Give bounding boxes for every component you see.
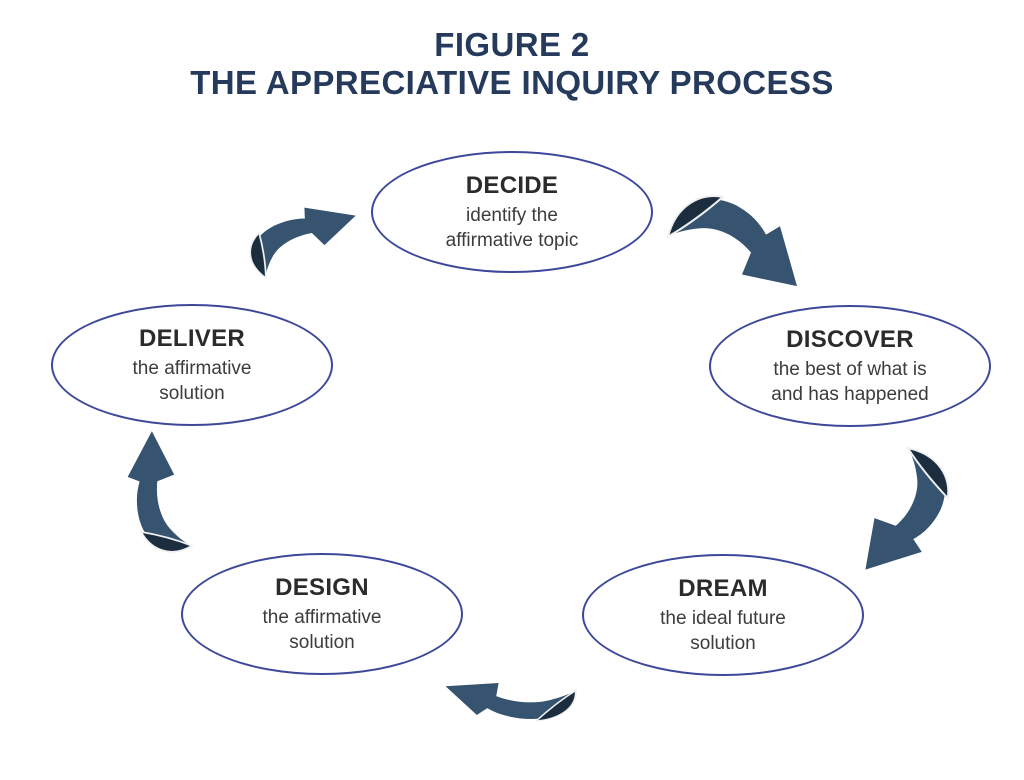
stage-dream: DREAM the ideal future solution — [582, 554, 864, 676]
arrow-deliver-to-decide-icon — [234, 187, 357, 294]
stage-deliver-desc-line2: solution — [159, 382, 225, 404]
stage-dream-desc-line2: solution — [690, 632, 756, 654]
stage-dream-name: DREAM — [678, 574, 768, 602]
stage-deliver-desc-line1: the affirmative — [132, 357, 252, 379]
stage-design-name: DESIGN — [275, 573, 369, 601]
stage-dream-desc-line1: the ideal future — [660, 607, 786, 629]
stage-design: DESIGN the affirmative solution — [181, 553, 463, 675]
arrow-decide-to-discover-icon — [666, 195, 799, 288]
figure-title-line1: FIGURE 2 — [434, 26, 590, 63]
figure-title-line2: THE APPRECIATIVE INQUIRY PROCESS — [190, 64, 834, 101]
figure-title: FIGURE 2 THE APPRECIATIVE INQUIRY PROCES… — [0, 26, 1024, 102]
stage-discover-desc-line1: the best of what is — [773, 358, 927, 380]
stage-decide-desc-line2: affirmative topic — [445, 229, 579, 251]
stage-discover: DISCOVER the best of what is and has hap… — [709, 305, 991, 427]
arrow-dream-to-design-icon — [444, 663, 588, 735]
stage-discover-desc-line2: and has happened — [771, 383, 929, 405]
stage-decide-desc-line1: identify the — [466, 204, 558, 226]
stage-design-desc-line1: the affirmative — [262, 606, 382, 628]
stage-decide: DECIDE identify the affirmative topic — [371, 151, 653, 273]
stage-design-desc-line2: solution — [289, 631, 355, 653]
arrow-design-to-deliver-icon — [101, 430, 221, 571]
stage-deliver-name: DELIVER — [138, 324, 246, 352]
stage-decide-name: DECIDE — [465, 171, 559, 199]
stage-discover-name: DISCOVER — [786, 325, 914, 353]
arrow-discover-to-dream-icon — [859, 445, 953, 571]
stage-deliver: DELIVER the affirmative solution — [51, 304, 333, 426]
